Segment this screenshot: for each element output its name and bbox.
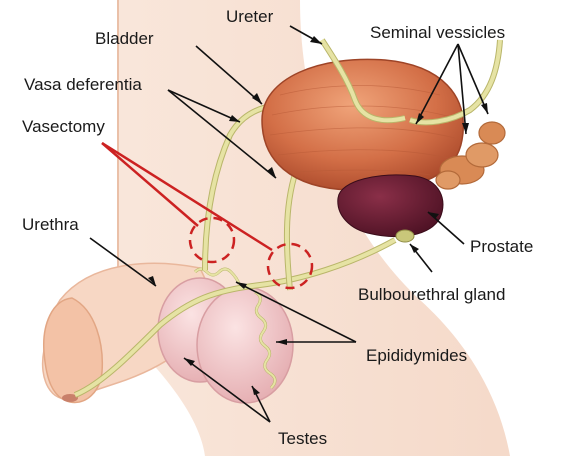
seminal-vesicles-organ: [435, 121, 506, 190]
label-vasectomy: Vasectomy: [22, 117, 105, 136]
bulbourethral-gland-organ: [395, 229, 415, 243]
leader-arrowheads: [148, 36, 488, 395]
label-testes: Testes: [278, 429, 328, 448]
vasectomy-leader-lines: [101, 141, 273, 252]
label-seminal-vesicles: Seminal vessicles: [370, 23, 506, 42]
label-vasa-deferentia: Vasa deferentia: [24, 75, 142, 94]
label-ureter: Ureter: [226, 7, 274, 26]
label-bulbourethral-gland: Bulbourethral gland: [358, 285, 506, 304]
leader-lines: [89, 25, 489, 423]
bladder-organ: [261, 58, 464, 191]
label-epididymides: Epididymides: [366, 346, 468, 365]
vasectomy-marker-right: [266, 242, 314, 290]
vasectomy-marker-left: [188, 216, 236, 264]
label-prostate: Prostate: [470, 237, 534, 256]
prostate-organ: [337, 174, 444, 238]
label-bladder: Bladder: [95, 29, 154, 48]
label-urethra: Urethra: [22, 215, 79, 234]
urethral-opening: [62, 394, 78, 402]
testis-right: [196, 286, 294, 404]
